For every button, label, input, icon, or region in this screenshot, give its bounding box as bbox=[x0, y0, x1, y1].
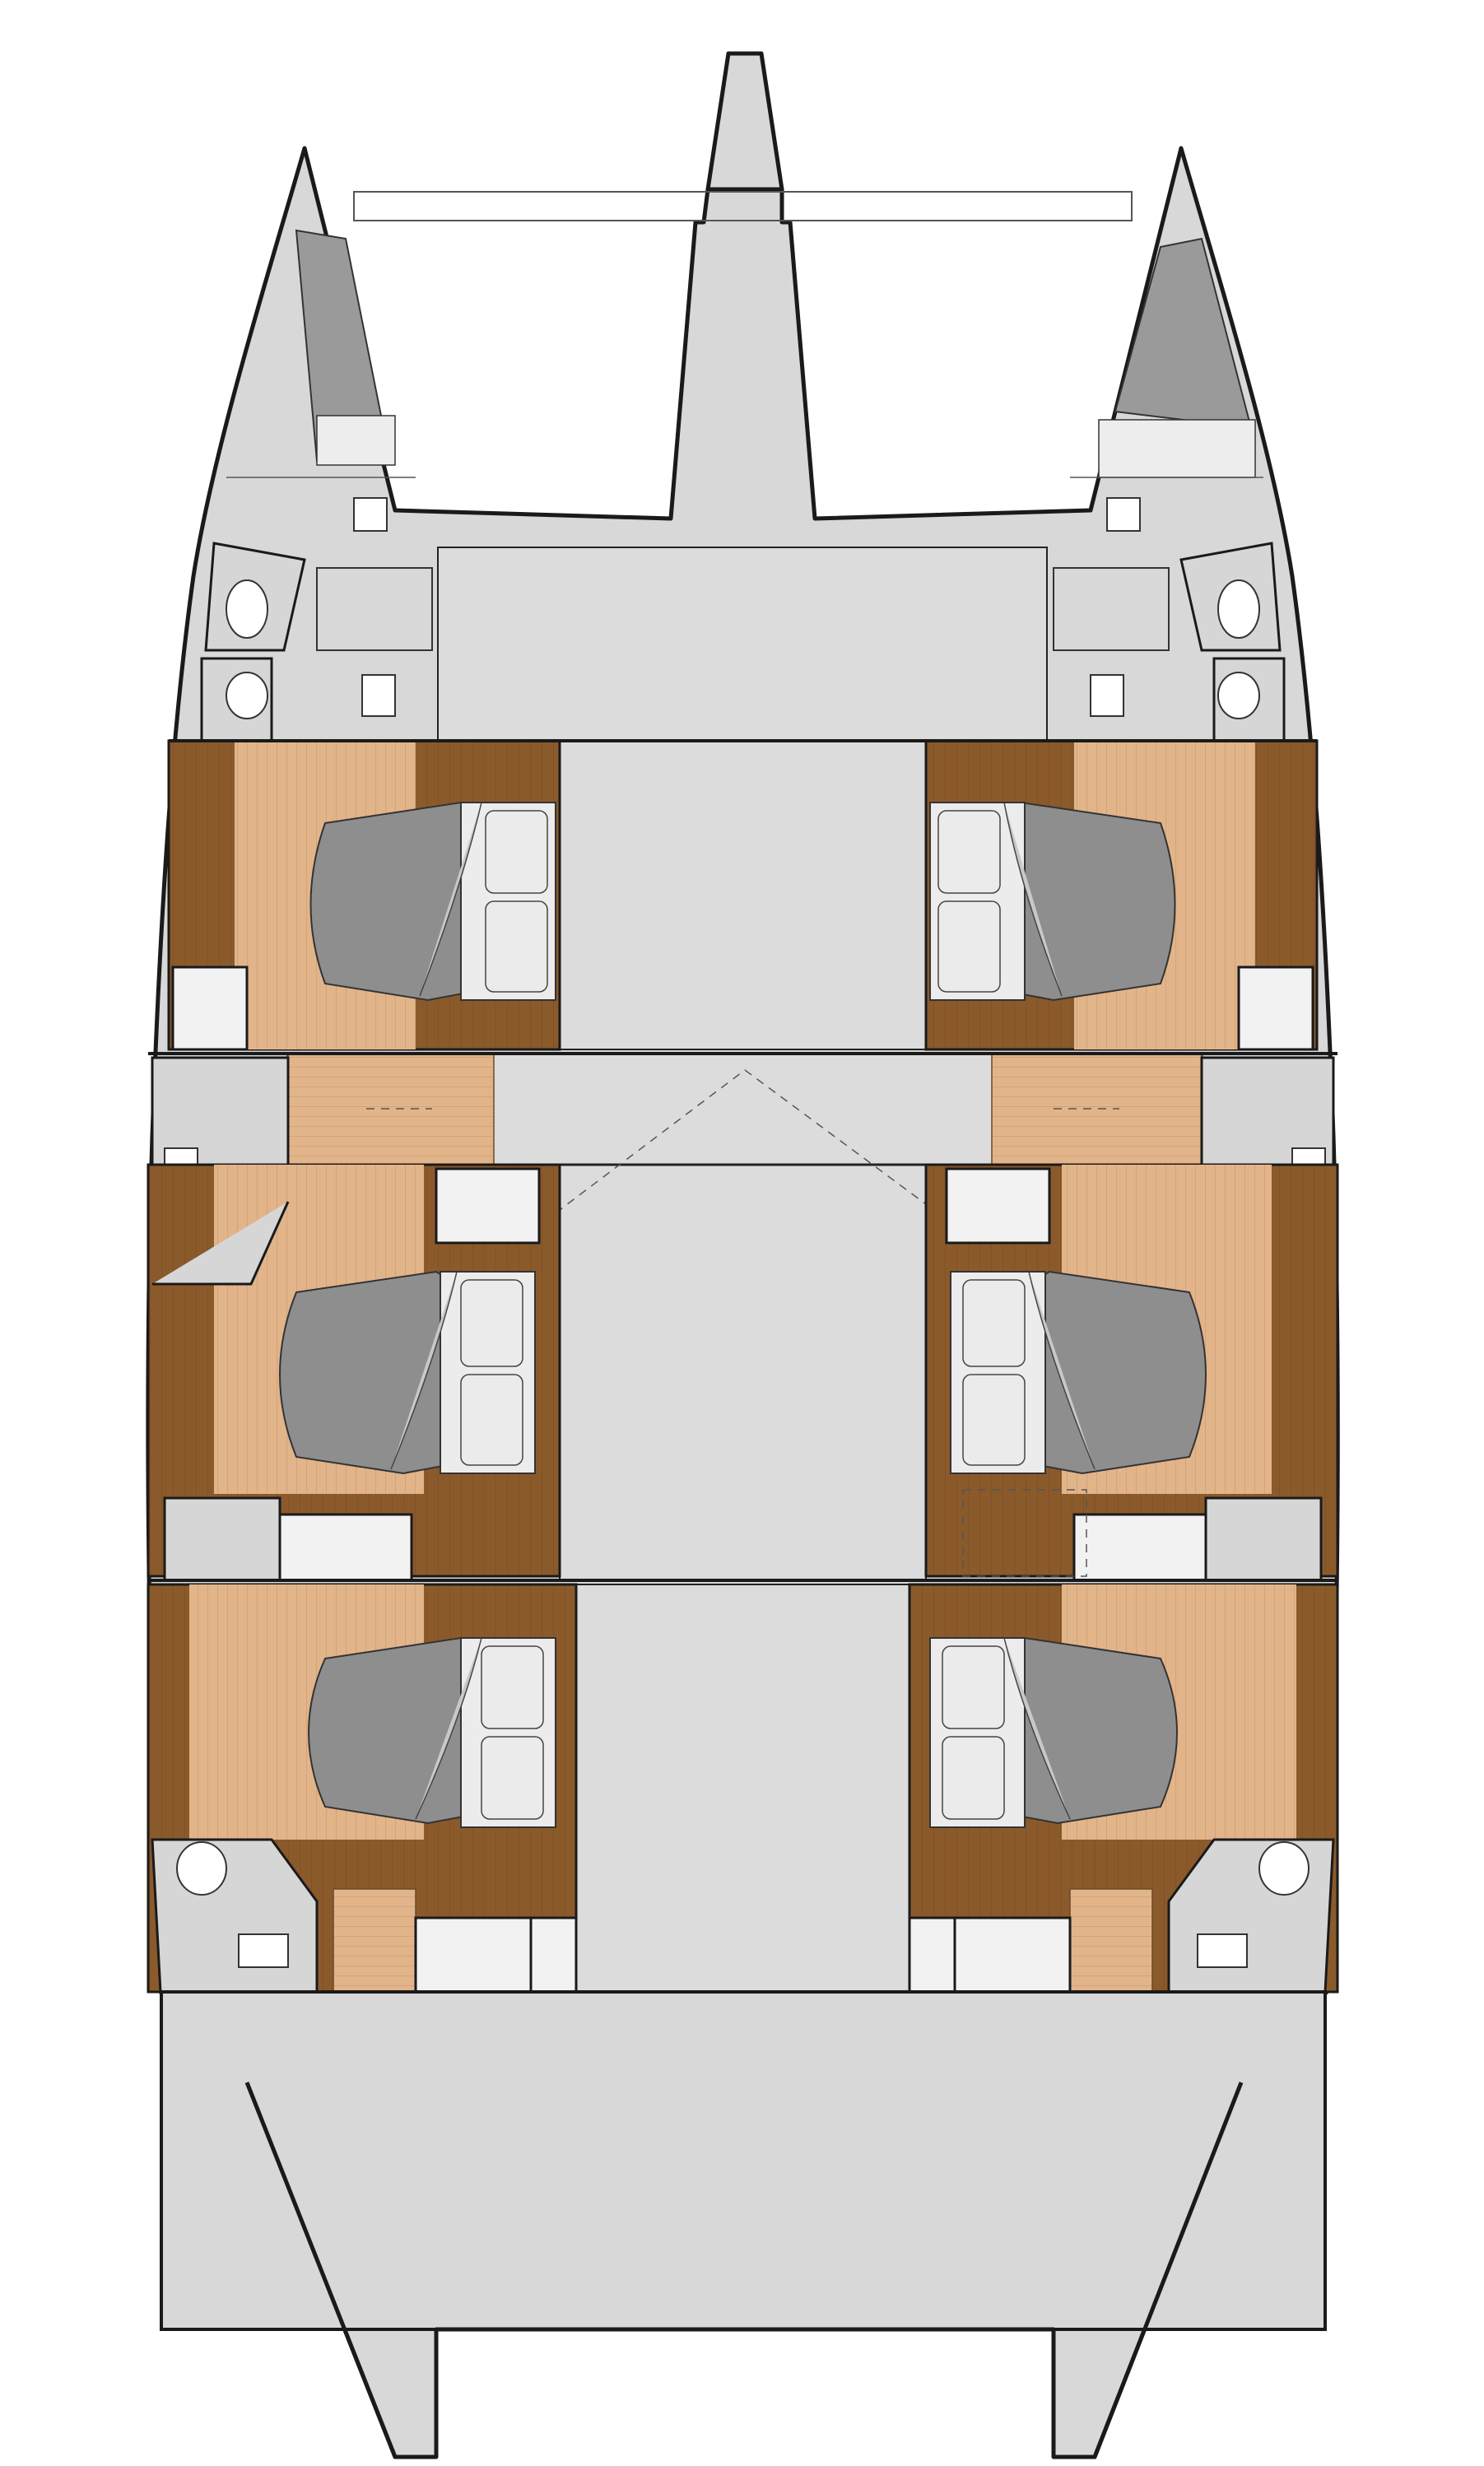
bed-mid-stbd bbox=[950, 1270, 1207, 1475]
forward-port-compartment bbox=[226, 229, 416, 532]
cabin-aft-port bbox=[147, 1583, 578, 1994]
head-fwd-port bbox=[200, 542, 433, 742]
forward-deck bbox=[437, 547, 1048, 742]
bed-aft-port bbox=[308, 1636, 556, 1828]
central-corridor-upper bbox=[559, 740, 927, 1050]
forward-stbd-compartment bbox=[1070, 237, 1263, 532]
central-corridor-mid bbox=[559, 1164, 927, 1581]
cabin-mid-stbd bbox=[924, 1163, 1339, 1582]
aft-cockpit-deck bbox=[160, 1990, 1327, 2331]
cabin-aft-stbd bbox=[908, 1583, 1339, 1994]
central-corridor-lower bbox=[575, 1584, 910, 1993]
cabin-mid-port bbox=[147, 1163, 561, 1582]
bulkheads bbox=[148, 739, 1337, 1994]
bed-mid-port bbox=[279, 1270, 536, 1475]
cabin-fwd-stbd bbox=[924, 739, 1319, 1051]
bed-aft-stbd bbox=[929, 1636, 1178, 1828]
bed-fwd-stbd bbox=[929, 801, 1176, 1002]
head-fwd-stbd bbox=[1053, 542, 1286, 742]
cabin-fwd-port bbox=[167, 739, 561, 1051]
bed-fwd-port bbox=[309, 801, 556, 1002]
